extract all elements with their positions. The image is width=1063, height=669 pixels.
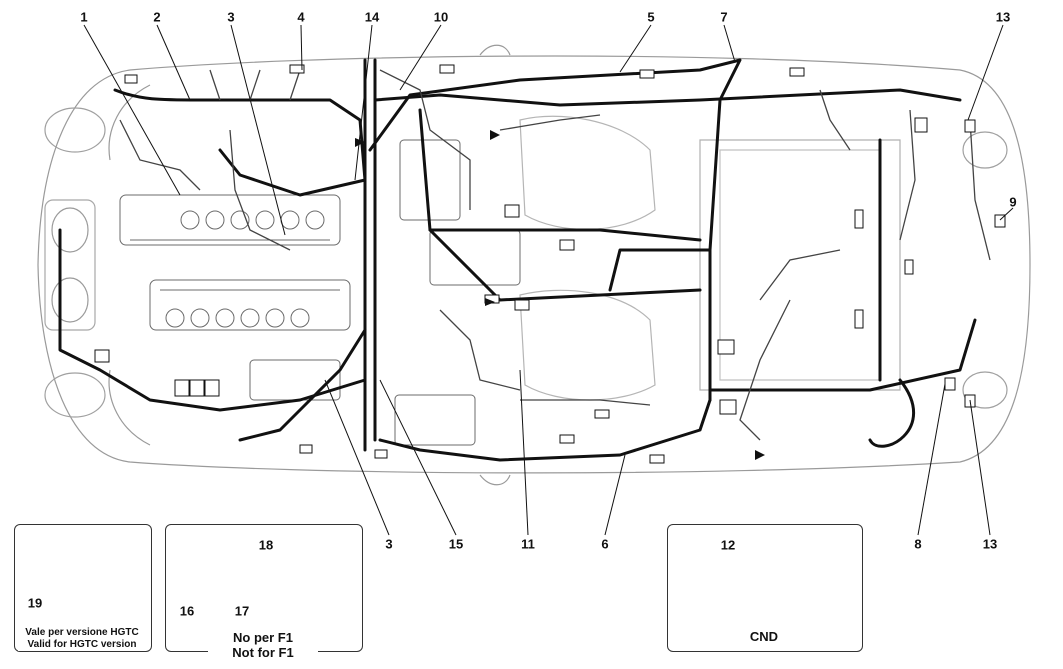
connectors	[94, 64, 1006, 464]
callout-5: 5	[647, 9, 655, 25]
callout-15: 15	[448, 536, 464, 552]
callout-13-bottom: 13	[982, 536, 998, 552]
callout-12: 12	[720, 537, 736, 553]
callout-6: 6	[601, 536, 609, 552]
arrow-markers	[355, 130, 765, 460]
callout-9: 9	[1009, 194, 1017, 210]
cnd-caption: CND	[744, 629, 784, 644]
callout-10: 10	[433, 9, 449, 25]
callout-8: 8	[914, 536, 922, 552]
callout-3-bottom: 3	[385, 536, 393, 552]
callout-3-top: 3	[227, 9, 235, 25]
secondary-harness	[119, 69, 991, 441]
callout-7: 7	[720, 9, 728, 25]
leader-lines	[83, 24, 1014, 536]
callout-13-top: 13	[995, 9, 1011, 25]
engine-block	[119, 139, 521, 446]
hgtc-caption-line1: Vale per versione HGTC	[25, 627, 139, 638]
callout-1: 1	[80, 9, 88, 25]
hgtc-caption: Vale per versione HGTC Valid for HGTC ve…	[18, 627, 146, 651]
f1-caption-line2: Not for F1	[232, 645, 294, 660]
f1-caption: No per F1 Not for F1	[208, 630, 318, 660]
callout-4: 4	[297, 9, 305, 25]
callout-11: 11	[521, 536, 535, 552]
f1-caption-line1: No per F1	[233, 630, 293, 645]
callout-16: 16	[179, 603, 195, 619]
main-harness	[58, 58, 977, 462]
callout-17: 17	[234, 603, 250, 619]
callout-2: 2	[153, 9, 161, 25]
hgtc-caption-line2: Valid for HGTC version	[27, 639, 137, 650]
callout-14: 14	[364, 9, 380, 25]
callout-18: 18	[258, 537, 274, 553]
callout-19: 19	[27, 595, 43, 611]
